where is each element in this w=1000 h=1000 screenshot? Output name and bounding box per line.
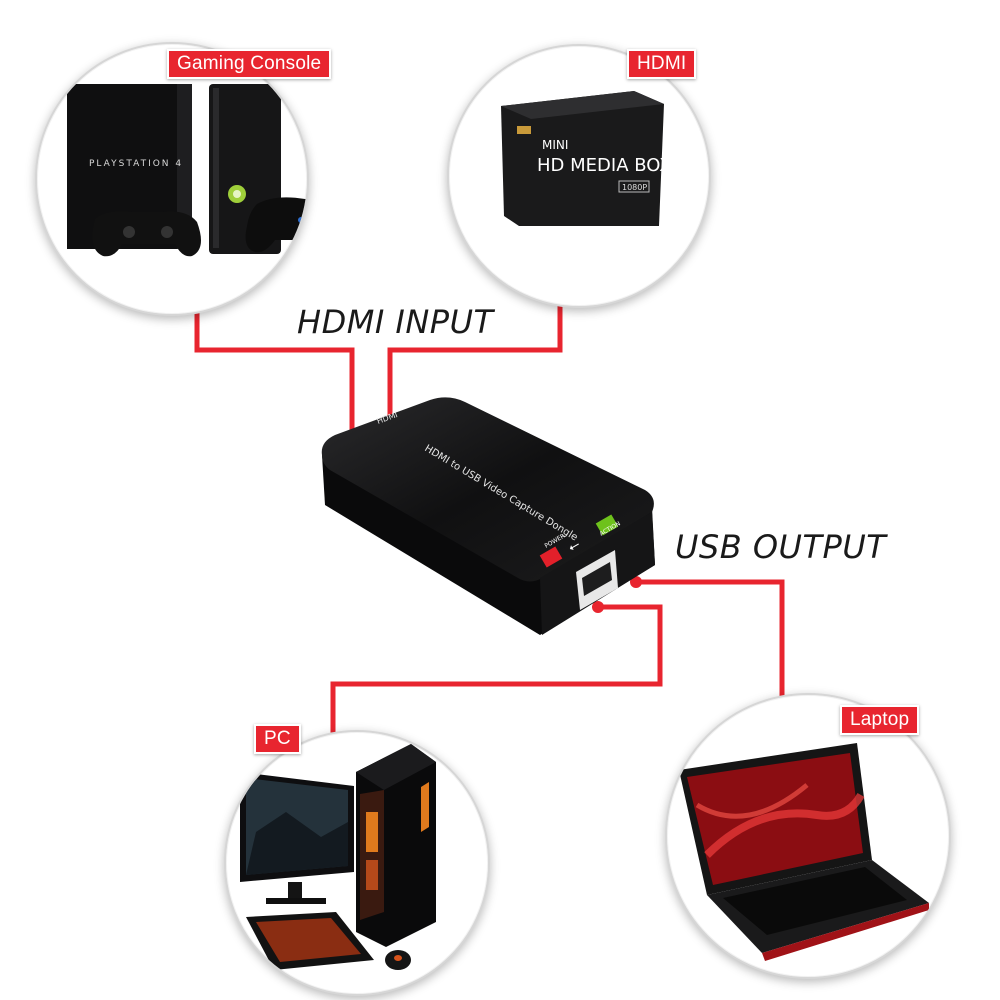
media-box-badge-text: 1080P <box>622 183 647 192</box>
wire-console-to-dongle <box>194 300 355 440</box>
gaming-console-illustration: PLAYSTATION 4 <box>67 84 307 257</box>
wire-dongle-to-laptop <box>636 579 785 700</box>
pc-circle <box>224 730 490 996</box>
console-brand-text: PLAYSTATION 4 <box>89 159 183 169</box>
pc-illustration <box>240 744 436 970</box>
pc-tag: PC <box>254 724 301 754</box>
power-led <box>539 546 563 568</box>
usb-output-caption: USB OUTPUT <box>675 528 887 566</box>
usb-port-dot-upper <box>630 576 642 588</box>
action-led <box>595 514 619 536</box>
laptop-illustration <box>679 743 929 961</box>
laptop-circle <box>665 693 951 979</box>
media-box-title-text: HD MEDIA BOX <box>537 155 672 176</box>
laptop-tag: Laptop <box>840 705 920 735</box>
media-box-mini-text: MINI <box>542 138 568 152</box>
hdmi-tag: HDMI <box>627 49 697 79</box>
usb-port-dot-lower <box>592 601 604 613</box>
gaming-console-tag: Gaming Console <box>167 49 332 79</box>
wire-hdmibox-to-dongle <box>387 302 563 430</box>
hdmi-box-circle: MINI HD MEDIA BOX 1080P <box>447 44 711 308</box>
hdmi-input-caption: HDMI INPUT <box>297 303 494 341</box>
capture-dongle: HDMI to USB Video Capture Dongle HDMI AC… <box>321 397 655 635</box>
wire-dongle-to-pc <box>330 604 663 735</box>
hdmi-media-box-illustration: MINI HD MEDIA BOX 1080P <box>501 91 672 226</box>
gaming-console-circle: PLAYSTATION 4 <box>35 42 309 316</box>
